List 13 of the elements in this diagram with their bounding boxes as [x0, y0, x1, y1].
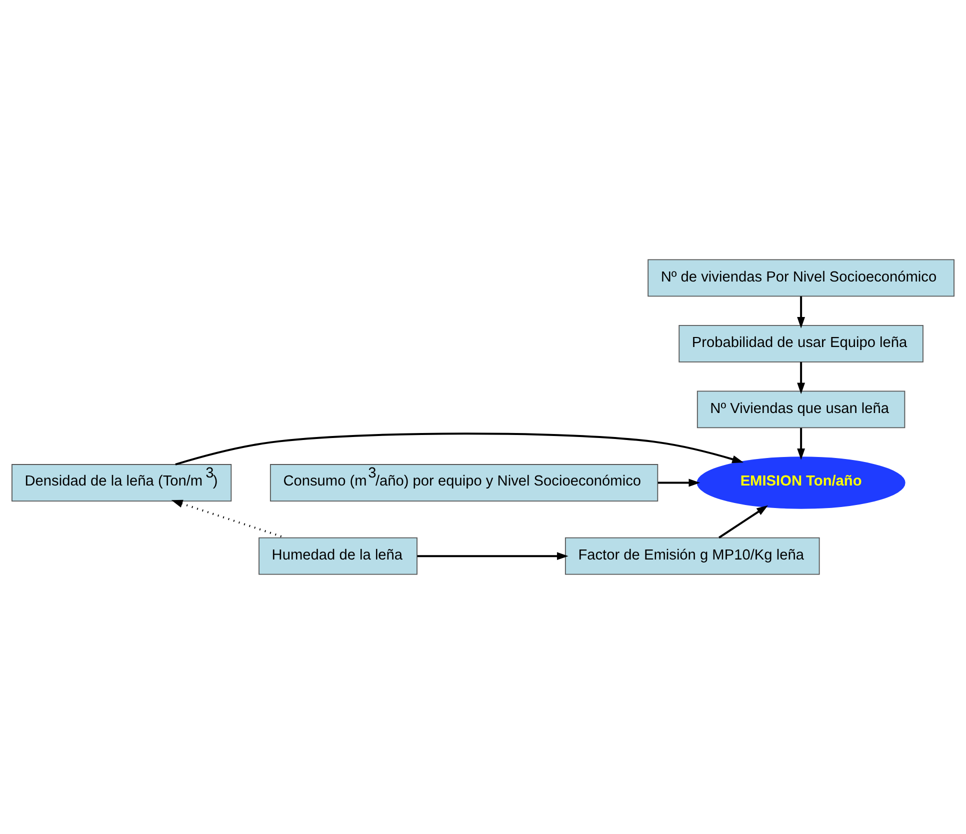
arrow	[175, 432, 744, 466]
node-box: Probabilidad de usar Equipo leña	[678, 324, 924, 362]
arrow	[797, 428, 806, 460]
arrow	[797, 296, 806, 328]
node-box: Nº Viviendas que usan leña	[696, 390, 906, 428]
node-ellipse: EMISION Ton/año	[696, 456, 906, 509]
node-box: Humedad de la leña	[258, 537, 418, 575]
node-box: Nº de viviendas Por Nivel Socioeconómico	[648, 259, 954, 297]
arrow	[797, 362, 806, 394]
arrow	[658, 478, 700, 487]
arrow	[417, 552, 568, 560]
arrow	[718, 505, 768, 538]
node-box: Factor de Emisión g MP10/Kg leña	[564, 537, 820, 575]
